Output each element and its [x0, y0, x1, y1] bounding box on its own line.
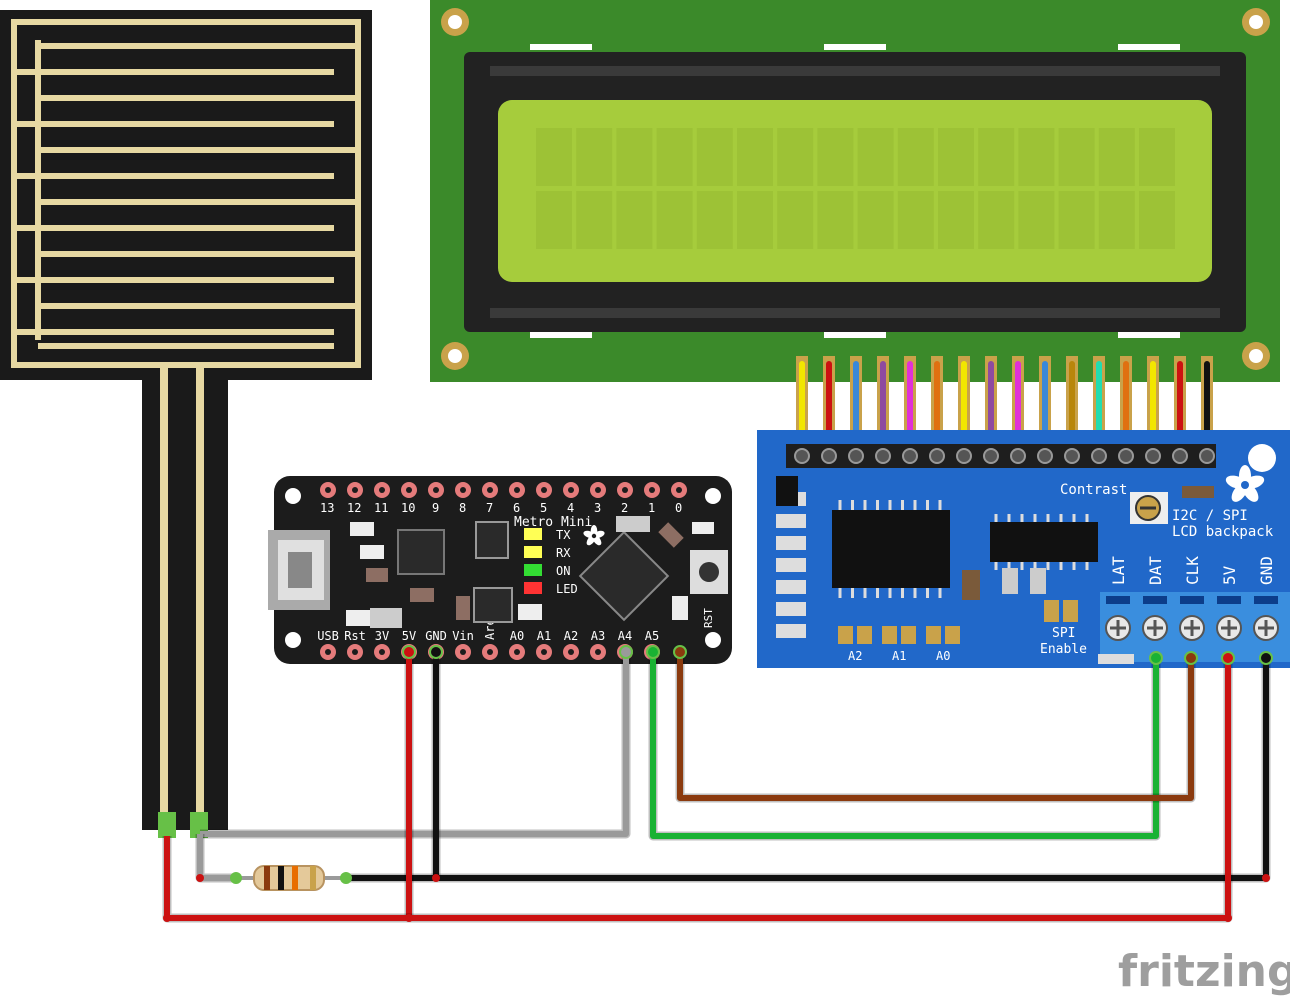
top-pin-label-2: 2 — [621, 501, 628, 515]
top-pin-label-8: 8 — [459, 501, 466, 515]
top-pin-label-5: 5 — [540, 501, 547, 515]
force-sensitive-resistor — [0, 10, 372, 838]
adafruit-flower-icon — [1225, 465, 1265, 502]
terminal-label-lat: LAT — [1109, 556, 1128, 585]
bottom-pin-label-a3: A3 — [591, 629, 605, 643]
top-pin-label-9: 9 — [432, 501, 439, 515]
bottom-pin-label-a4: A4 — [618, 629, 632, 643]
jumper-label-a0: A0 — [936, 649, 950, 663]
wire-resistor-to-gnd-outline — [346, 656, 1271, 883]
lcd-16x2 — [430, 0, 1280, 459]
top-pin-label-3: 3 — [594, 501, 601, 515]
top-pin-label-0: 0 — [675, 501, 682, 515]
bottom-pin-label-usb: USB — [317, 629, 339, 643]
reset-button[interactable] — [690, 550, 728, 594]
bottom-pin-label-a1: A1 — [537, 629, 551, 643]
wire-a5-to-clk-outline — [675, 652, 1196, 803]
wire-a5-to-clk[interactable] — [677, 652, 1194, 801]
contrast-potentiometer-icon — [1130, 492, 1168, 524]
top-pin-label-1: 1 — [648, 501, 655, 515]
wire-fsr-5v[interactable] — [164, 656, 1231, 921]
top-pin-label-11: 11 — [374, 501, 388, 515]
bottom-pin-label-rst: Rst — [344, 629, 366, 643]
terminal-label-clk: CLK — [1183, 556, 1202, 585]
wire-a4-to-dat[interactable] — [650, 652, 1159, 839]
jumper-label-a2: A2 — [848, 649, 862, 663]
bottom-pin-label-vin: Vin — [452, 629, 474, 643]
adafruit-flower-icon — [583, 525, 605, 546]
spi-enable-label: Enable — [1040, 642, 1087, 657]
reset-label: RST — [702, 608, 715, 628]
top-pin-label-10: 10 — [401, 501, 415, 515]
top-pin-label-13: 13 — [320, 501, 334, 515]
backpack-title-line1: I2C / SPI — [1172, 508, 1248, 524]
bottom-pin-label-a2: A2 — [564, 629, 578, 643]
lcd-backpack: Contrast I2C / SPI LCD backpack LAT DAT CL… — [757, 430, 1290, 668]
led-label-tx: TX — [556, 528, 571, 542]
terminal-label-5v: 5V — [1220, 565, 1239, 585]
board-name: Metro Mini — [514, 515, 592, 530]
top-pin-label-12: 12 — [347, 501, 361, 515]
bottom-pin-label-5v: 5V — [402, 629, 416, 643]
wire-a3-to-fsr[interactable] — [200, 652, 629, 837]
contrast-label: Contrast — [1060, 482, 1127, 498]
top-pin-label-7: 7 — [486, 501, 493, 515]
terminal-label-dat: DAT — [1146, 556, 1165, 585]
jumper-label-a1: A1 — [892, 649, 906, 663]
led-label-led: LED — [556, 582, 578, 596]
resistor — [228, 865, 352, 891]
wire-resistor-to-gnd[interactable] — [346, 656, 1269, 881]
terminal-label-gnd: GND — [1257, 556, 1276, 585]
fritzing-watermark: fritzing — [1118, 946, 1290, 997]
bottom-pin-label-3v: 3V — [375, 629, 389, 643]
usb-connector-icon — [268, 530, 330, 610]
led-label-rx: RX — [556, 546, 571, 560]
bottom-pin-label-a0: A0 — [510, 629, 524, 643]
bottom-pin-label-a5: A5 — [645, 629, 659, 643]
bottom-pin-label-gnd: GND — [425, 629, 447, 643]
led-label-on: ON — [556, 564, 570, 578]
wire-fsr-to-resistor-outline — [195, 834, 236, 883]
top-pin-label-4: 4 — [567, 501, 574, 515]
spi-label: SPI — [1052, 626, 1075, 641]
backpack-title-line2: LCD backpack — [1172, 524, 1274, 540]
wire-fsr-to-resistor[interactable] — [197, 834, 236, 881]
top-pin-label-6: 6 — [513, 501, 520, 515]
wire-a4-to-dat-outline — [648, 652, 1161, 841]
